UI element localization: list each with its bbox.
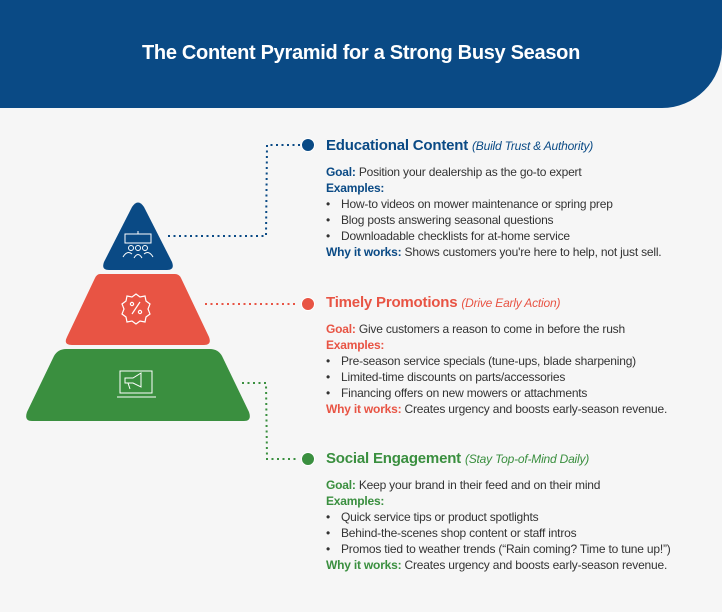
goal-label: Goal:	[326, 322, 356, 336]
discount-badge-icon	[121, 293, 151, 325]
section-timely-promotions: Timely Promotions (Drive Early Action) G…	[326, 294, 716, 417]
section-title: Educational Content (Build Trust & Autho…	[326, 137, 716, 155]
goal-text: Give customers a reason to come in befor…	[358, 322, 625, 336]
list-item: Downloadable checklists for at-home serv…	[326, 228, 716, 244]
list-item: Behind-the-scenes shop content or staff …	[326, 525, 716, 541]
title-text: Educational Content	[326, 137, 469, 154]
goal-line: Goal: Position your dealership as the go…	[326, 164, 716, 180]
section-social-engagement: Social Engagement (Stay Top-of-Mind Dail…	[326, 450, 716, 573]
examples-list: How-to videos on mower maintenance or sp…	[326, 196, 716, 244]
examples-list: Quick service tips or product spotlights…	[326, 509, 716, 557]
goal-label: Goal:	[326, 478, 356, 492]
goal-line: Goal: Keep your brand in their feed and …	[326, 477, 716, 493]
connector-educational	[168, 144, 300, 237]
goal-line: Goal: Give customers a reason to come in…	[326, 321, 716, 337]
title-subtitle: (Build Trust & Authority)	[472, 139, 594, 153]
why-line: Why it works: Creates urgency and boosts…	[326, 557, 716, 573]
list-item: Limited-time discounts on parts/accessor…	[326, 369, 716, 385]
pyramid-tier-middle	[65, 274, 210, 345]
title-text: Social Engagement	[326, 450, 461, 467]
title-subtitle: (Stay Top-of-Mind Daily)	[464, 452, 590, 466]
page-title: The Content Pyramid for a Strong Busy Se…	[142, 42, 580, 64]
marker-dot-educational	[301, 138, 315, 152]
section-educational-content: Educational Content (Build Trust & Autho…	[326, 137, 716, 260]
list-item: How-to videos on mower maintenance or sp…	[326, 196, 716, 212]
presentation-audience-icon	[122, 231, 154, 259]
marker-dot-social	[301, 452, 315, 466]
why-line: Why it works: Creates urgency and boosts…	[326, 401, 716, 417]
list-item: Quick service tips or product spotlights	[326, 509, 716, 525]
examples-label: Examples:	[326, 181, 385, 195]
list-item: Pre-season service specials (tune-ups, b…	[326, 353, 716, 369]
title-text: Timely Promotions	[326, 294, 458, 311]
header-banner: The Content Pyramid for a Strong Busy Se…	[0, 0, 722, 108]
why-label: Why it works:	[326, 402, 402, 416]
why-label: Why it works:	[326, 245, 402, 259]
pyramid-tier-top	[103, 202, 173, 270]
why-text: Shows customers you're here to help, not…	[404, 245, 662, 259]
list-item: Promos tied to weather trends (“Rain com…	[326, 541, 716, 557]
goal-label: Goal:	[326, 165, 356, 179]
why-text: Creates urgency and boosts early-season …	[404, 402, 668, 416]
why-label: Why it works:	[326, 558, 402, 572]
examples-list: Pre-season service specials (tune-ups, b…	[326, 353, 716, 401]
section-title: Social Engagement (Stay Top-of-Mind Dail…	[326, 450, 716, 468]
examples-label: Examples:	[326, 494, 385, 508]
list-item: Blog posts answering seasonal questions	[326, 212, 716, 228]
marker-dot-promotions	[301, 297, 315, 311]
examples-label: Examples:	[326, 338, 385, 352]
list-item: Financing offers on new mowers or attach…	[326, 385, 716, 401]
why-text: Creates urgency and boosts early-season …	[404, 558, 668, 572]
why-line: Why it works: Shows customers you're her…	[326, 244, 716, 260]
section-title: Timely Promotions (Drive Early Action)	[326, 294, 716, 312]
title-subtitle: (Drive Early Action)	[461, 296, 561, 310]
goal-text: Keep your brand in their feed and on the…	[358, 478, 601, 492]
laptop-megaphone-icon	[117, 370, 156, 398]
goal-text: Position your dealership as the go-to ex…	[358, 165, 582, 179]
connector-social	[242, 382, 298, 460]
